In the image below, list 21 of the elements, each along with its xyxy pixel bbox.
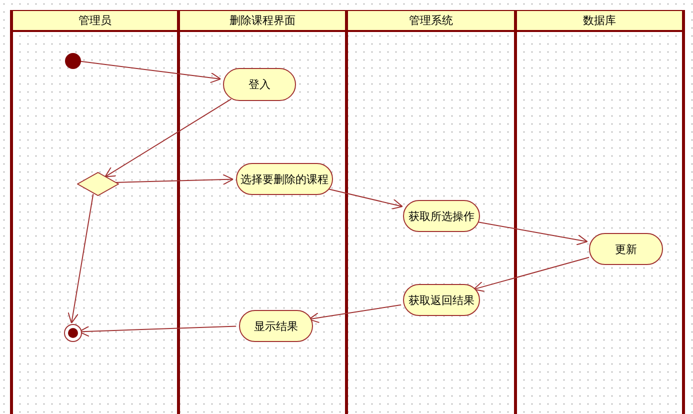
arrow	[473, 256, 590, 292]
lane-header: 管理系统	[348, 11, 514, 32]
activity-box: 登入	[223, 68, 296, 101]
activity-box: 显示结果	[239, 310, 313, 342]
arrow	[68, 194, 94, 324]
arrow	[308, 304, 402, 324]
activity-box: 更新	[589, 233, 663, 265]
end-node	[64, 324, 82, 342]
start-node	[65, 53, 81, 69]
swimlane	[10, 10, 180, 414]
decision-diamond	[77, 172, 119, 196]
activity-box: 选择要删除的课程	[236, 163, 333, 195]
arrow	[114, 174, 234, 186]
lane-header: 删除课程界面	[180, 11, 345, 32]
activity-box: 获取所选操作	[403, 200, 480, 232]
activity-box: 获取返回结果	[403, 284, 480, 316]
arrow	[78, 326, 237, 337]
swimlane	[514, 10, 685, 414]
lane-header: 数据库	[517, 11, 682, 32]
lane-header: 管理员	[13, 11, 177, 32]
arrow	[104, 98, 232, 178]
